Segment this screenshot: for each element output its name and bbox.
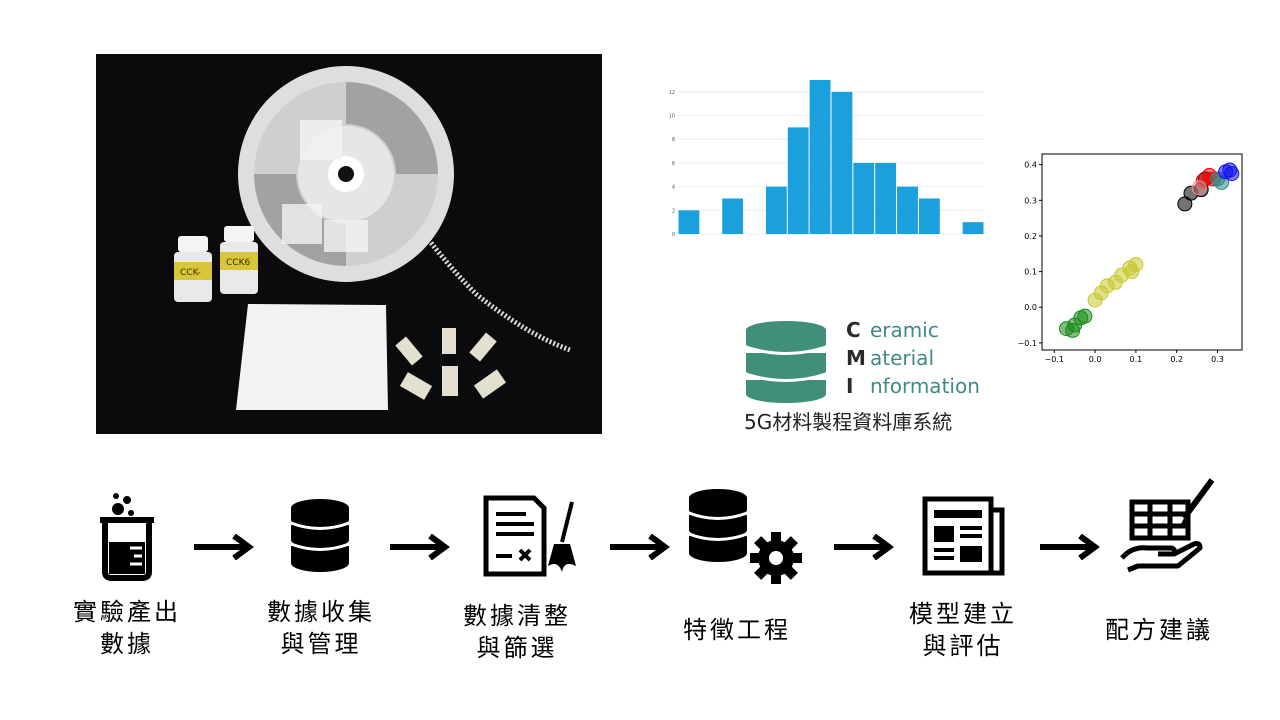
bottle-label-1: CCK- xyxy=(180,268,201,278)
materials-photo: CCK- CCK6 xyxy=(96,54,602,434)
histogram-chart: 12 10 8 6 4 2 0 xyxy=(666,74,996,242)
step-label-model: 模型建立 與評估 xyxy=(909,600,1017,660)
histogram-bar xyxy=(831,91,853,234)
newspaper-icon xyxy=(922,496,1008,580)
histogram-bar xyxy=(809,80,831,234)
y-tick-label: 6 xyxy=(672,161,675,167)
scatter-point xyxy=(1124,264,1140,280)
step-label-feature: 特徵工程 xyxy=(683,616,791,644)
histogram-bar xyxy=(722,198,744,234)
arrow-right-icon xyxy=(1040,534,1100,560)
histogram-bar xyxy=(875,162,897,234)
beaker-icon xyxy=(96,490,158,586)
ceramic-pieces xyxy=(395,328,507,400)
step-label-collection: 數據收集 與管理 xyxy=(267,598,375,658)
histogram-bar xyxy=(962,222,984,234)
hand-grid-pen-icon xyxy=(1118,476,1218,580)
tape-reel-icon xyxy=(238,66,454,282)
histogram-bar xyxy=(678,210,700,234)
arrow-right-icon xyxy=(194,534,254,560)
arrow-right-icon xyxy=(610,534,670,560)
y-tick-label: 0.2 xyxy=(1024,232,1037,241)
x-tick-label: 0.2 xyxy=(1170,355,1183,364)
y-tick-label: 8 xyxy=(672,137,675,143)
bottle-icon: CCK6 xyxy=(220,226,258,294)
bottle-icon: CCK- xyxy=(174,236,212,302)
arrow-right-icon xyxy=(834,534,894,560)
y-tick-label: 0.0 xyxy=(1024,303,1037,312)
histogram-bar xyxy=(765,186,787,234)
database-gear-icon xyxy=(688,488,804,588)
database-icon xyxy=(290,498,350,578)
scatter-chart: 0.4 0.3 0.2 0.1 0.0 −0.1 −0.1 0.0 0.1 0.2 0.3 xyxy=(1012,150,1248,370)
y-tick-label: 0.4 xyxy=(1024,161,1037,170)
y-tick-label: 10 xyxy=(669,114,675,120)
histogram-bar xyxy=(897,186,918,234)
database-logo-icon xyxy=(744,320,834,404)
step-label-experiment: 實驗產出 數據 xyxy=(73,598,181,658)
x-tick-label: −0.1 xyxy=(1045,355,1064,364)
x-tick-label: 0.1 xyxy=(1130,355,1143,364)
histogram-bar xyxy=(918,198,940,234)
arrow-right-icon xyxy=(390,534,450,560)
y-tick-label: 0.3 xyxy=(1024,196,1037,205)
x-tick-label: 0.3 xyxy=(1211,355,1224,364)
system-subtitle: 5G材料製程資料庫系統 xyxy=(744,410,953,434)
step-label-cleaning: 數據清整 與篩選 xyxy=(463,602,571,662)
step-label-recipe: 配方建議 xyxy=(1105,616,1213,644)
y-tick-label: 0.1 xyxy=(1024,268,1037,277)
ceramic-sheet xyxy=(236,304,388,410)
y-tick-label: 12 xyxy=(669,90,675,96)
scatter-point xyxy=(1191,180,1207,196)
y-tick-label: 2 xyxy=(672,208,675,214)
document-broom-icon xyxy=(482,494,578,582)
y-tick-label: 4 xyxy=(672,185,675,191)
histogram-bar xyxy=(787,127,809,234)
scatter-point xyxy=(1224,166,1240,182)
scatter-point xyxy=(1077,308,1093,324)
x-tick-label: 0.0 xyxy=(1089,355,1102,364)
y-tick-label: 0 xyxy=(672,232,675,238)
y-tick-label: −0.1 xyxy=(1018,339,1037,348)
histogram-bar xyxy=(853,162,875,234)
bottle-label-2: CCK6 xyxy=(226,258,250,268)
